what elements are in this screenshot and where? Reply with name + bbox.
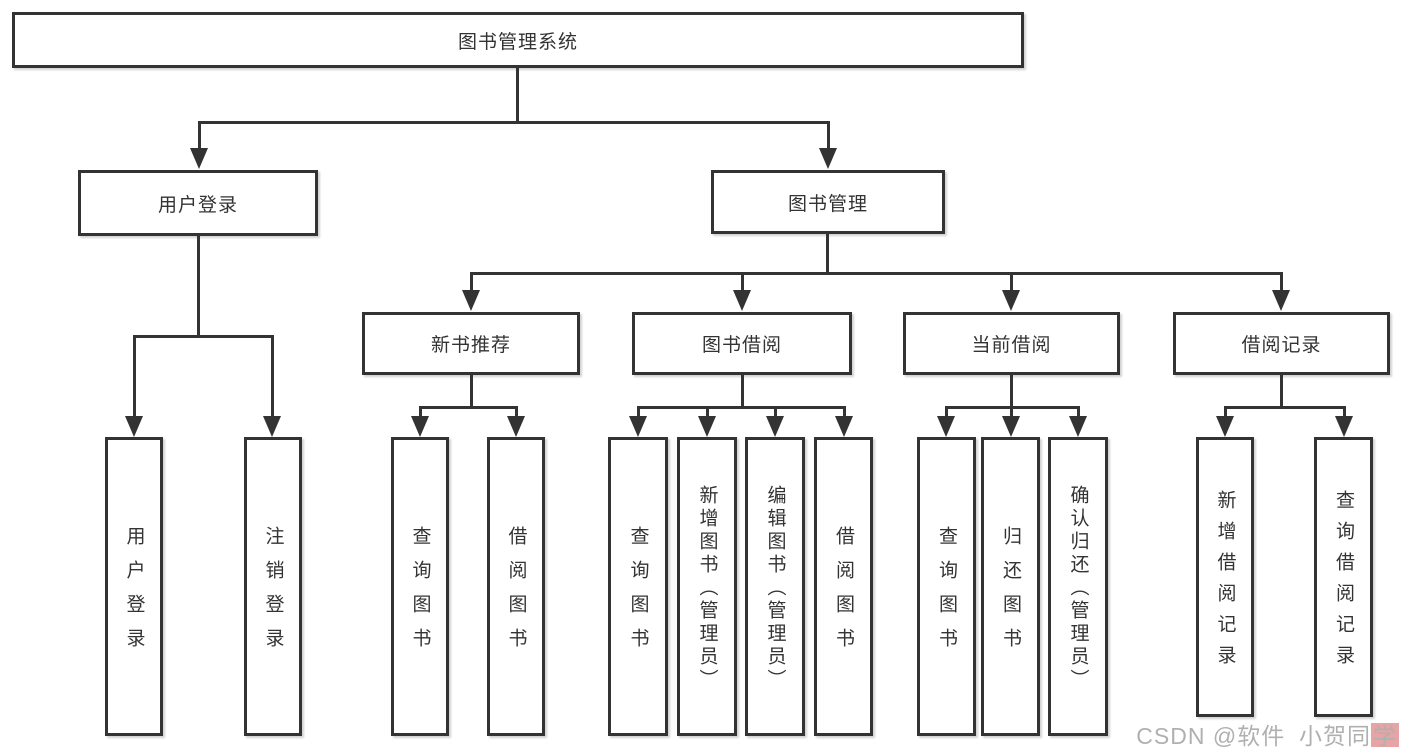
connector-line	[637, 406, 845, 409]
connector-line	[843, 406, 846, 420]
arrow-down-icon	[507, 416, 525, 437]
arrow-down-icon	[937, 416, 955, 437]
node-current-return-books-label: 归还图书	[1000, 526, 1021, 662]
node-book-borrowing: 图书借阅	[632, 312, 852, 375]
node-current-query-books-label: 查询图书	[936, 526, 957, 662]
connector-line	[706, 406, 709, 420]
connector-line	[198, 121, 201, 151]
node-records-add-record-label: 新增借阅记录	[1214, 490, 1236, 676]
arrow-down-icon	[835, 416, 853, 437]
connector-line	[741, 375, 744, 407]
node-borrow-query-books-label: 查询图书	[627, 526, 649, 662]
node-records-query-record: 查询借阅记录	[1314, 437, 1373, 717]
node-borrow-add-books-admin: 新增图书（管理员）	[677, 437, 737, 736]
connector-line	[470, 272, 1282, 275]
node-borrow-borrow-books-label: 借阅图书	[833, 526, 854, 662]
node-records-add-record: 新增借阅记录	[1196, 437, 1254, 717]
watermark-text: CSDN @软件_小贺同	[1136, 723, 1371, 747]
connector-line	[271, 335, 274, 419]
node-user-login-label: 用户登录	[157, 194, 238, 216]
node-root: 图书管理系统	[12, 12, 1024, 68]
connector-line	[198, 121, 830, 124]
node-current-return-books: 归还图书	[981, 437, 1040, 736]
connector-line	[470, 272, 473, 294]
arrow-down-icon	[1002, 416, 1020, 437]
connector-line	[1280, 272, 1283, 294]
connector-line	[516, 68, 519, 122]
node-records-query-record-label: 查询借阅记录	[1333, 490, 1354, 676]
connector-line	[1224, 406, 1345, 409]
node-current-confirm-return-admin: 确认归还（管理员）	[1048, 437, 1108, 736]
arrow-down-icon	[629, 416, 647, 437]
connector-line	[1280, 375, 1283, 407]
connector-line	[774, 406, 777, 420]
node-current-borrowing-label: 当前借阅	[971, 335, 1052, 356]
arrow-down-icon	[1216, 416, 1234, 437]
connector-line	[637, 406, 640, 420]
arrow-down-icon	[1002, 290, 1020, 311]
arrow-down-icon	[411, 416, 429, 437]
connector-line	[1010, 406, 1013, 420]
connector-line	[826, 234, 829, 274]
connector-line	[1224, 406, 1227, 420]
node-current-query-books: 查询图书	[917, 437, 976, 736]
connector-line	[133, 335, 274, 338]
node-book-management: 图书管理	[711, 170, 945, 234]
node-borrow-edit-books-admin-label: 编辑图书（管理员）	[764, 485, 786, 692]
connector-line	[945, 406, 948, 420]
node-root-label: 图书管理系统	[457, 31, 578, 53]
arrow-down-icon	[733, 290, 751, 311]
node-current-confirm-return-admin-label: 确认归还（管理员）	[1067, 485, 1089, 692]
connector-line	[1077, 406, 1080, 420]
connector-line	[1010, 272, 1013, 294]
connector-line	[827, 121, 830, 151]
arrow-down-icon	[698, 416, 716, 437]
connector-line	[1343, 406, 1346, 420]
connector-line	[1010, 375, 1013, 407]
connector-line	[470, 375, 473, 407]
arrow-down-icon	[263, 416, 281, 437]
connector-line	[741, 272, 744, 294]
arrow-down-icon	[462, 290, 480, 311]
watermark-accent: 学	[1371, 723, 1399, 747]
connector-line	[133, 335, 136, 419]
connector-line	[197, 236, 200, 336]
arrow-down-icon	[1069, 416, 1087, 437]
arrow-down-icon	[1335, 416, 1353, 437]
node-borrowing-records-label: 借阅记录	[1241, 335, 1322, 356]
node-login-logout: 注销登录	[244, 437, 302, 736]
node-login-user-login-label: 用户登录	[123, 526, 145, 662]
arrow-down-icon	[1272, 290, 1290, 311]
node-recommend-query-books: 查询图书	[391, 437, 449, 736]
watermark: CSDN @软件_小贺同学	[1136, 717, 1399, 747]
arrow-down-icon	[819, 148, 837, 169]
connector-line	[419, 406, 518, 409]
arrow-down-icon	[766, 416, 784, 437]
node-borrowing-records: 借阅记录	[1173, 312, 1390, 375]
node-book-borrowing-label: 图书借阅	[701, 335, 782, 356]
node-borrow-add-books-admin-label: 新增图书（管理员）	[696, 485, 718, 692]
node-recommend-borrow-books: 借阅图书	[487, 437, 545, 736]
node-borrow-edit-books-admin: 编辑图书（管理员）	[745, 437, 805, 736]
node-borrow-borrow-books: 借阅图书	[814, 437, 873, 736]
connector-line	[419, 406, 422, 420]
node-book-management-label: 图书管理	[787, 193, 868, 215]
node-login-logout-label: 注销登录	[262, 526, 284, 662]
node-new-book-recommend-label: 新书推荐	[430, 335, 511, 356]
connector-line	[515, 406, 518, 420]
node-new-book-recommend: 新书推荐	[362, 312, 580, 375]
node-borrow-query-books: 查询图书	[608, 437, 668, 736]
node-recommend-borrow-books-label: 借阅图书	[505, 526, 527, 662]
node-user-login: 用户登录	[78, 170, 318, 236]
arrow-down-icon	[125, 416, 143, 437]
node-login-user-login: 用户登录	[105, 437, 163, 736]
arrow-down-icon	[190, 148, 208, 169]
node-recommend-query-books-label: 查询图书	[409, 526, 431, 662]
node-current-borrowing: 当前借阅	[903, 312, 1120, 375]
